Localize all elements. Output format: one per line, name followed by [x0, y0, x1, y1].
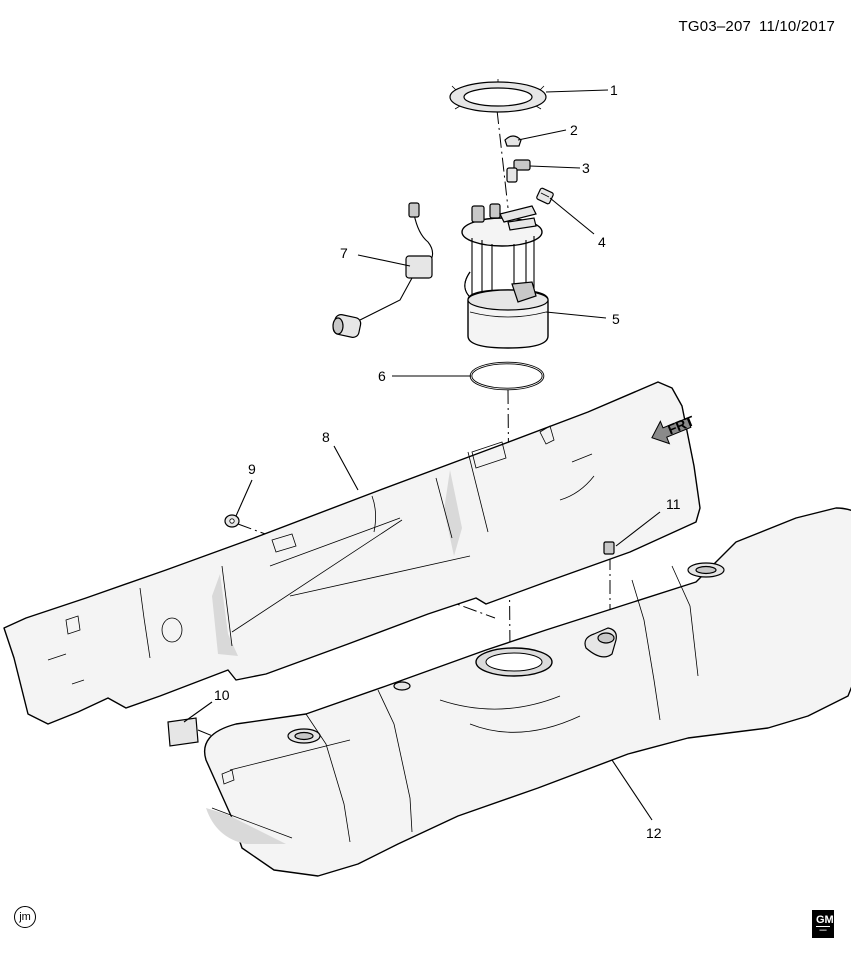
gm-logo-icon: GM ══ — [812, 910, 834, 938]
callout-7: 7 — [340, 245, 348, 261]
callout-12: 12 — [646, 825, 662, 841]
callout-5: 5 — [612, 311, 620, 327]
part-9-fastener — [224, 514, 240, 528]
part-10-label — [167, 717, 199, 747]
callout-9: 9 — [248, 461, 256, 477]
callout-numbers: 1 2 3 4 5 6 7 8 9 10 11 12 — [214, 82, 681, 841]
part-3-fitting — [506, 159, 531, 183]
callout-8: 8 — [322, 429, 330, 445]
part-2-clip — [504, 135, 522, 147]
diagram-code: TG03–207 — [678, 18, 752, 35]
callout-11: 11 — [666, 496, 681, 512]
part-6-seal — [469, 361, 545, 391]
diagram-header: TG03–207 11/10/2017 — [679, 18, 835, 35]
callout-2: 2 — [570, 122, 578, 138]
part-11-valve — [603, 541, 615, 555]
part-4-connector — [536, 187, 554, 205]
callout-3: 3 — [582, 160, 590, 176]
callout-4: 4 — [598, 234, 606, 250]
part-12-fuel-tank — [204, 507, 851, 877]
author-initials-badge: jm — [14, 906, 36, 928]
part-5-fuel-pump-module — [461, 203, 549, 349]
callout-10: 10 — [214, 687, 230, 703]
callout-6: 6 — [378, 368, 386, 384]
callout-1: 1 — [610, 82, 618, 98]
leader-lines — [183, 89, 661, 821]
author-initials: jm — [19, 911, 31, 923]
diagram-date: 11/10/2017 — [759, 18, 835, 35]
part-1-lock-ring — [449, 79, 547, 113]
part-8-heat-shield — [3, 381, 701, 725]
part-7-fuel-level-sender — [332, 202, 434, 338]
